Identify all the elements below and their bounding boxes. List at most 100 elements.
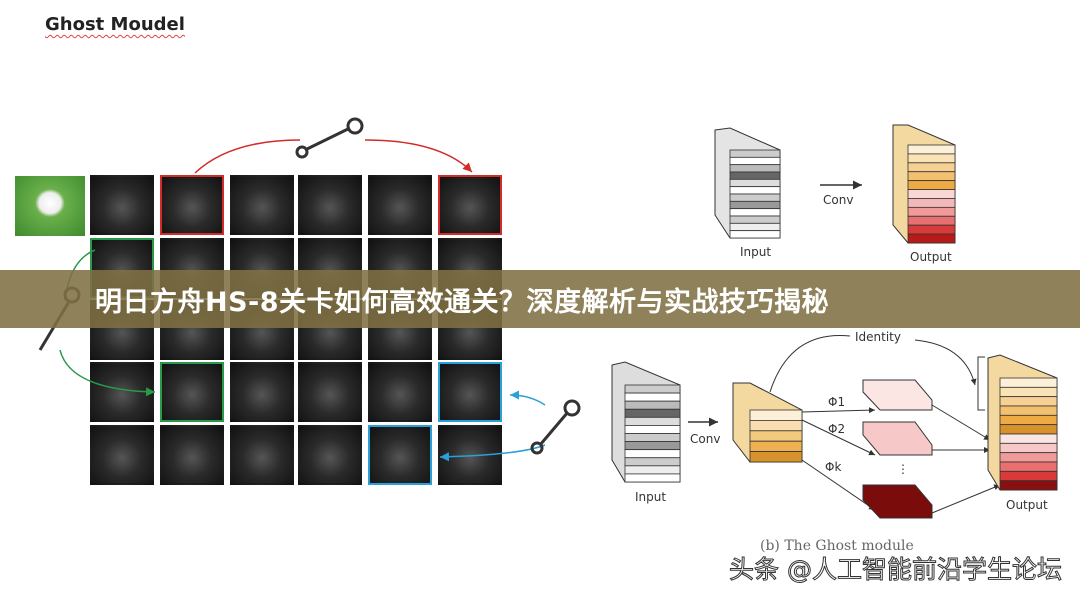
stack-layer — [729, 200, 781, 210]
feature-map-cell — [298, 425, 362, 485]
blue-arrow-bottom — [439, 444, 546, 462]
conv-label-b: Conv — [690, 432, 721, 446]
stack-layer — [999, 405, 1058, 416]
input-label-a: Input — [740, 245, 772, 259]
stack-layer — [624, 384, 681, 394]
stack-layer — [999, 461, 1058, 472]
stack-layer — [999, 480, 1058, 491]
stack-layer — [907, 162, 956, 173]
feature-map-cell — [438, 175, 502, 235]
stack-layer — [624, 425, 681, 434]
stack-layer — [907, 215, 956, 226]
feature-map-cell — [368, 175, 432, 235]
stack-layer — [907, 144, 956, 155]
feature-map-cell — [160, 425, 224, 485]
stack-layer — [624, 465, 681, 475]
stack-layer — [624, 441, 681, 451]
stack-layer — [749, 430, 803, 442]
wrench-icon — [295, 117, 364, 159]
stack-layer — [624, 449, 681, 459]
input-label-b: Input — [635, 490, 667, 504]
ghost-map-1 — [862, 379, 933, 411]
feature-map-cell — [230, 362, 294, 422]
stack-layer — [907, 224, 956, 235]
title-banner: 明日方舟HS-8关卡如何高效通关？深度解析与实战技巧揭秘 — [0, 270, 1080, 328]
stack-layer — [729, 164, 781, 173]
stack-layer — [907, 189, 956, 199]
phi1-label: Φ1 — [828, 395, 846, 409]
red-arrow-right — [364, 139, 473, 173]
stack-layer — [999, 470, 1058, 482]
stack-layer — [729, 215, 781, 224]
watermark: 头条 @人工智能前沿学生论坛 — [729, 555, 1063, 585]
stack-layer — [749, 419, 803, 432]
stack-layer — [729, 186, 781, 195]
stack-layer — [729, 230, 781, 239]
feature-map-cell — [368, 425, 432, 485]
stack-layer — [729, 171, 781, 180]
stack-layer — [749, 440, 803, 453]
bracket — [977, 356, 985, 411]
stack-layer — [729, 208, 781, 217]
stack-layer — [999, 386, 1058, 398]
feature-map-cell — [298, 362, 362, 422]
input-cat-image — [15, 176, 85, 236]
stack-layer — [624, 400, 681, 410]
input-stack-a — [714, 127, 781, 239]
stack-layer — [999, 414, 1058, 426]
output-stack-a — [892, 124, 956, 244]
output-label-a: Output — [910, 250, 952, 264]
feature-map-cell — [90, 425, 154, 485]
stack-layer — [729, 156, 781, 166]
stack-layer — [999, 396, 1058, 407]
stack-layer — [999, 452, 1058, 463]
stack-layer — [729, 178, 781, 188]
identity-label: Identity — [855, 330, 901, 344]
conv-label-a: Conv — [823, 193, 854, 207]
phi2-label: Φ2 — [828, 422, 846, 436]
stack-layer — [999, 433, 1058, 444]
figure-caption: (b) The Ghost module — [760, 538, 914, 554]
wrench-icon — [530, 399, 581, 455]
stack-layer — [999, 442, 1058, 454]
feature-map-cell — [90, 175, 154, 235]
feature-map-cell — [438, 362, 502, 422]
stack-layer — [907, 171, 956, 182]
feature-map-cell — [298, 175, 362, 235]
stack-layer — [624, 433, 681, 442]
stack-layer — [729, 193, 781, 202]
feature-map-cell — [230, 425, 294, 485]
stack-layer — [907, 180, 956, 190]
ellipsis: ⋮ — [897, 462, 909, 476]
diagram-title: Ghost Moudel — [45, 14, 185, 35]
blue-arrow-top — [509, 390, 546, 406]
phik-label: Φk — [825, 460, 842, 474]
stack-layer — [999, 424, 1058, 435]
stack-layer — [907, 233, 956, 244]
feature-map-cell — [160, 175, 224, 235]
stack-layer — [749, 451, 803, 463]
input-stack-b — [611, 361, 681, 483]
intrinsic-stack — [732, 382, 803, 463]
output-stack-b — [987, 354, 1058, 491]
feature-map-cell — [368, 362, 432, 422]
stack-layer — [624, 392, 681, 402]
ghost-map-k — [862, 484, 933, 519]
stack-layer — [624, 408, 681, 418]
banner-title: 明日方舟HS-8关卡如何高效通关？深度解析与实战技巧揭秘 — [95, 286, 830, 318]
stack-layer — [624, 457, 681, 467]
ghost-map-2 — [862, 421, 933, 456]
stack-layer — [907, 153, 956, 164]
stack-layer — [907, 206, 956, 217]
stack-layer — [907, 198, 956, 208]
stack-layer — [624, 416, 681, 426]
stack-layer — [729, 222, 781, 232]
stack-layer — [624, 473, 681, 483]
stack-layer — [999, 377, 1058, 388]
red-arrow-left — [194, 139, 301, 174]
output-label-b: Output — [1006, 498, 1048, 512]
identity-arrow — [769, 334, 851, 393]
stack-layer — [749, 409, 803, 421]
feature-map-cell — [230, 175, 294, 235]
